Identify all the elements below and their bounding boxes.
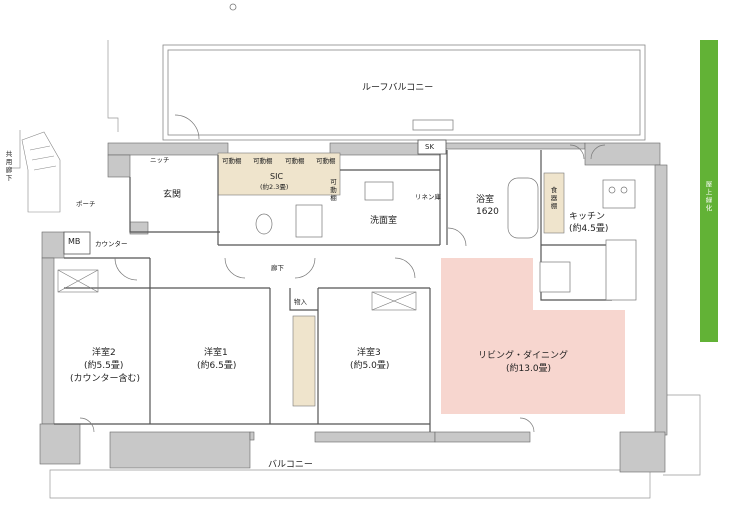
label-shelf-4: 可動棚 (316, 157, 336, 165)
label-mb: MB (68, 237, 81, 246)
label-common-corridor: 共用廊下 (5, 150, 13, 182)
entry-porch-steps (21, 131, 61, 213)
interior-walls (54, 150, 612, 432)
mb-box (63, 231, 91, 255)
label-hallway: 廊下 (271, 264, 284, 272)
label-rooftop-green: 屋上緑化 (705, 180, 713, 212)
label-shelf-3: 可動棚 (285, 157, 305, 165)
north-mark-icon (229, 3, 237, 11)
label-shelf-2: 可動棚 (253, 157, 273, 165)
label-room1-size: (約6.5畳) (197, 361, 237, 371)
label-sk: SK (425, 143, 435, 151)
label-niche: ニッチ (150, 156, 170, 164)
label-kitchen: キッチン (569, 212, 606, 222)
label-ldk: リビング・ダイニング (478, 351, 569, 361)
label-ldk-size: (約13.0畳) (506, 364, 552, 374)
label-room2: 洋室2 (92, 348, 116, 358)
label-bath-size: 1620 (476, 207, 499, 217)
ldk-highlight (441, 258, 625, 414)
roof-balcony-outline (162, 44, 646, 141)
door-swings (79, 114, 606, 433)
rooftop-green-strip (700, 40, 718, 342)
label-room1: 洋室1 (204, 348, 228, 358)
label-room2-size: (約5.5畳) (84, 361, 124, 371)
label-balcony: バルコニー (268, 460, 313, 470)
closet-marks (57, 269, 417, 311)
label-bath: 浴室 (476, 195, 495, 205)
label-room2-note: (カウンター含む) (70, 374, 141, 384)
label-counter: カウンター (95, 240, 128, 248)
label-sic: SIC (270, 172, 284, 181)
label-kitchen-size: (約4.5畳) (569, 224, 609, 234)
label-sic-size: (約2.3畳) (260, 183, 289, 191)
label-room3: 洋室3 (357, 348, 381, 358)
fixtures (255, 177, 637, 301)
label-entrance: 玄関 (163, 190, 182, 200)
label-shelf-1: 可動棚 (222, 157, 242, 165)
label-linen: リネン庫 (415, 193, 441, 201)
exterior-walls (39, 142, 668, 473)
label-roof-balcony: ルーフバルコニー (362, 83, 434, 93)
sk-box (417, 139, 447, 155)
label-washroom: 洗面室 (370, 216, 398, 226)
label-storage: 物入 (294, 298, 307, 306)
label-room3-size: (約5.0畳) (350, 361, 390, 371)
label-pantry: 食器棚 (550, 186, 558, 210)
label-porch: ポーチ (76, 200, 96, 208)
label-shelf-5: 可動棚 (330, 178, 337, 202)
site-outline (10, 40, 701, 499)
